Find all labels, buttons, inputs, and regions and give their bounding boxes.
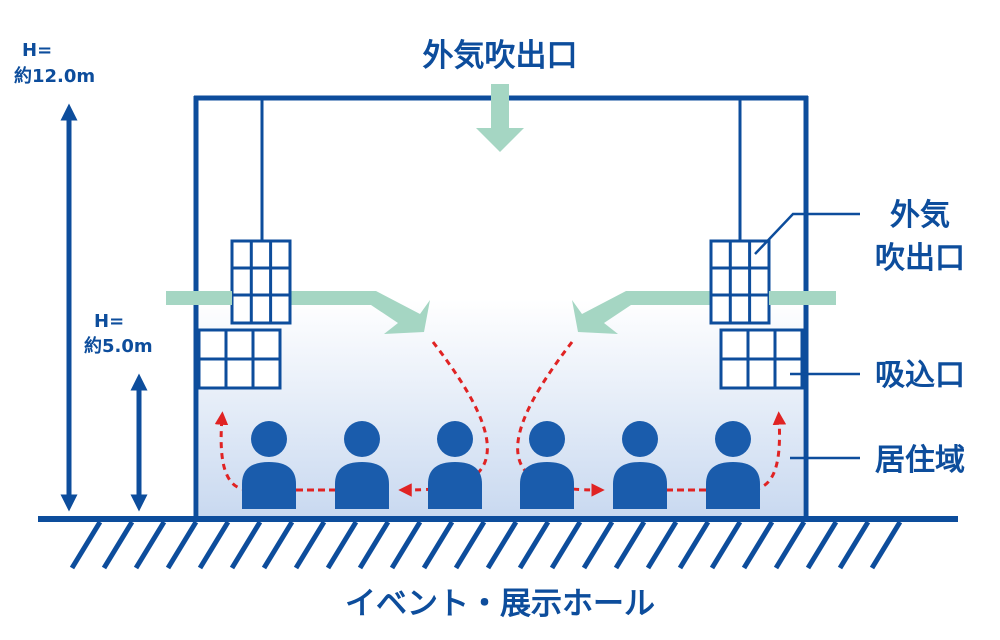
right-return-path bbox=[622, 411, 787, 492]
person-icon bbox=[520, 421, 574, 509]
intake-label: 吸込口 bbox=[875, 358, 965, 393]
leader-lines bbox=[754, 212, 860, 460]
left-supply-grille bbox=[230, 239, 292, 325]
right-fresh-air-arrow-tail bbox=[769, 291, 836, 305]
occupants bbox=[242, 421, 760, 509]
left-intake-grille bbox=[197, 328, 282, 390]
top-outlet-label: 外気吹出口 bbox=[423, 38, 578, 74]
person-icon bbox=[242, 421, 296, 509]
left-fresh-air-arrow-tail bbox=[166, 291, 232, 305]
occupied-zone-area bbox=[199, 300, 803, 516]
right-intake-grille bbox=[719, 328, 804, 390]
zone-height-prefix: H= bbox=[94, 311, 124, 332]
ground-hatch bbox=[69, 520, 903, 570]
right-supply-grille bbox=[709, 239, 771, 325]
person-icon bbox=[706, 421, 760, 509]
side-outlet-leader bbox=[754, 212, 860, 255]
zone-height-value: 約5.0m bbox=[84, 335, 153, 357]
left-return-path bbox=[214, 411, 380, 492]
occupied-zone-label: 居住域 bbox=[875, 443, 965, 478]
side-outlet-label-line1: 外気 bbox=[890, 198, 950, 233]
total-height-prefix: H= bbox=[22, 40, 52, 61]
left-circulation-path bbox=[398, 341, 489, 497]
person-icon bbox=[613, 421, 667, 509]
person-icon bbox=[428, 421, 482, 509]
ground bbox=[38, 516, 958, 570]
top-fresh-air-arrow bbox=[476, 84, 524, 152]
side-outlet-label-line2: 吹出口 bbox=[875, 241, 965, 276]
hall-caption: イベント・展示ホール bbox=[345, 586, 655, 622]
person-icon bbox=[335, 421, 389, 509]
total-height-value: 約12.0m bbox=[14, 65, 95, 87]
height-dimensions bbox=[60, 103, 148, 512]
